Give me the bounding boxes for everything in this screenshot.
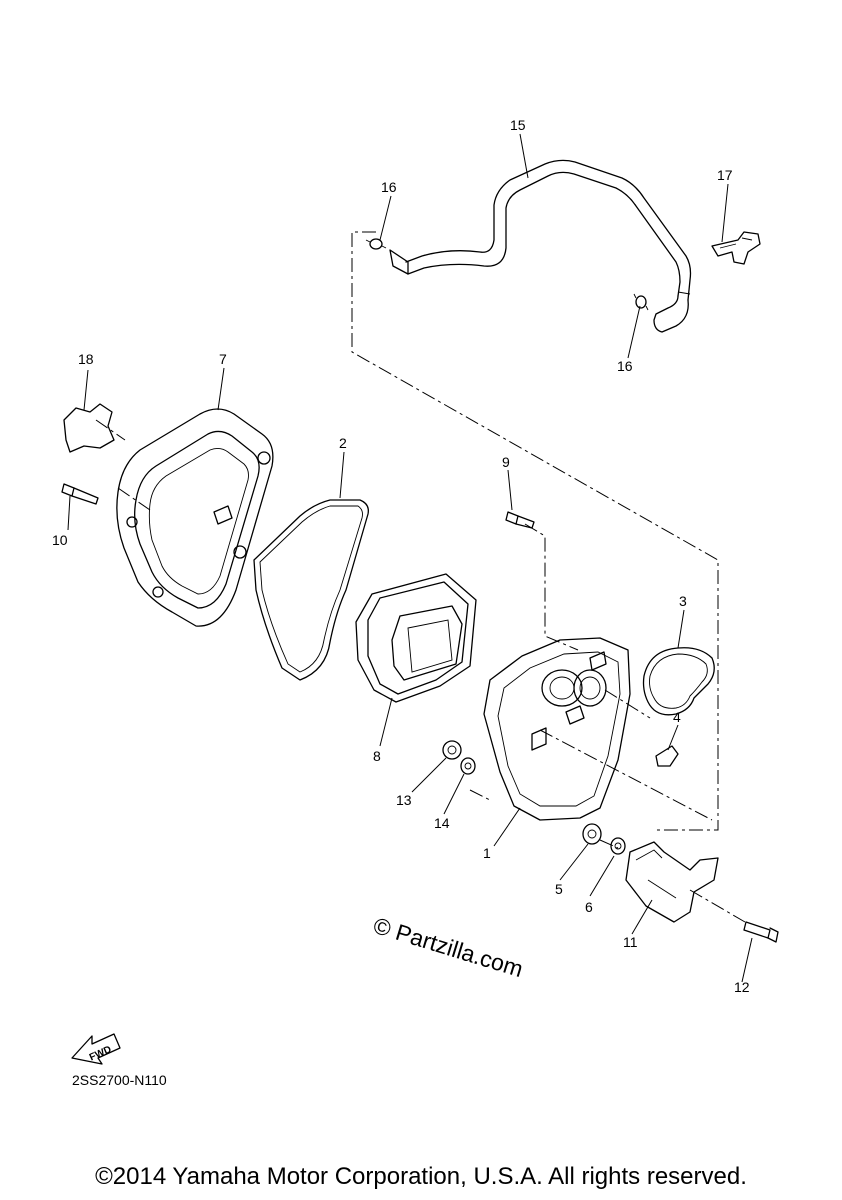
bracket-bolt (743, 921, 779, 943)
callout-14: 14 (434, 815, 450, 831)
grommet-13 (442, 740, 462, 760)
collar-14 (460, 757, 476, 775)
callout-6: 6 (585, 899, 593, 915)
hose-clip-lower (633, 293, 649, 311)
callout-5: 5 (555, 881, 563, 897)
drawing-code: 2SS2700-N110 (72, 1072, 167, 1088)
assembly-lines (95, 231, 746, 923)
callout-10: 10 (52, 532, 68, 548)
callout-11: 11 (623, 934, 638, 950)
leader-lines (67, 133, 753, 983)
air-cleaner-cover (116, 408, 274, 627)
collar-6 (610, 837, 626, 855)
o-ring (642, 647, 715, 716)
callout-9: 9 (502, 454, 510, 470)
callout-1: 1 (483, 845, 491, 861)
callout-16-upper: 16 (381, 179, 397, 195)
hose-clamp-bracket (711, 231, 761, 265)
fwd-label: FWD (88, 1044, 113, 1063)
callout-3: 3 (679, 593, 687, 609)
fwd-arrow-icon: FWD (71, 1033, 121, 1065)
callouts: 1 2 3 4 5 6 7 8 9 10 11 12 13 14 15 16 1… (52, 117, 750, 995)
callout-15: 15 (510, 117, 526, 133)
case-bolt (505, 511, 535, 529)
air-cleaner-case (483, 637, 631, 821)
callout-17: 17 (717, 167, 733, 183)
callout-16-lower: 16 (617, 358, 633, 374)
callout-12: 12 (734, 979, 750, 995)
cover-bolt (61, 483, 99, 505)
label-sticker (63, 403, 115, 453)
callout-4: 4 (673, 709, 681, 725)
air-filter-element (355, 573, 477, 703)
callout-13: 13 (396, 792, 412, 808)
breather-hose (389, 159, 692, 333)
callout-7: 7 (219, 351, 227, 367)
callout-2: 2 (339, 435, 347, 451)
grommet-5 (582, 823, 602, 845)
hose-clip-upper (365, 238, 387, 250)
cover-gasket (253, 499, 369, 681)
case-clip (655, 745, 679, 767)
copyright-notice: ©2014 Yamaha Motor Corporation, U.S.A. A… (95, 1163, 747, 1190)
callout-18: 18 (78, 351, 94, 367)
callout-8: 8 (373, 748, 381, 764)
mounting-bracket (625, 841, 719, 923)
